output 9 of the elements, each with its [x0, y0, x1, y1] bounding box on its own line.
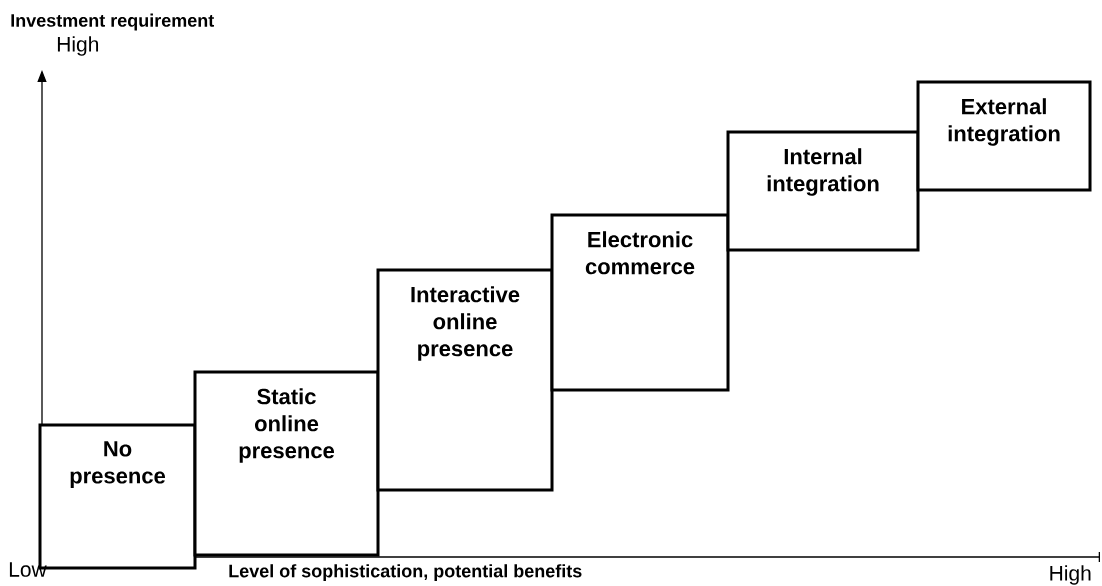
axis-title: Investment requirement — [11, 13, 214, 31]
axis-label: High — [1050, 565, 1091, 585]
axis-label: High — [57, 36, 98, 56]
axis-title: Level of sophistication, potential benefits — [229, 564, 582, 581]
stage-box: Interactive online presence — [376, 268, 554, 492]
stage-box: Internal integration — [726, 130, 920, 252]
stage-box: External integration — [916, 80, 1092, 192]
stage-box: Electronic commerce — [550, 213, 730, 392]
stage-box: Static online presence — [193, 370, 380, 557]
